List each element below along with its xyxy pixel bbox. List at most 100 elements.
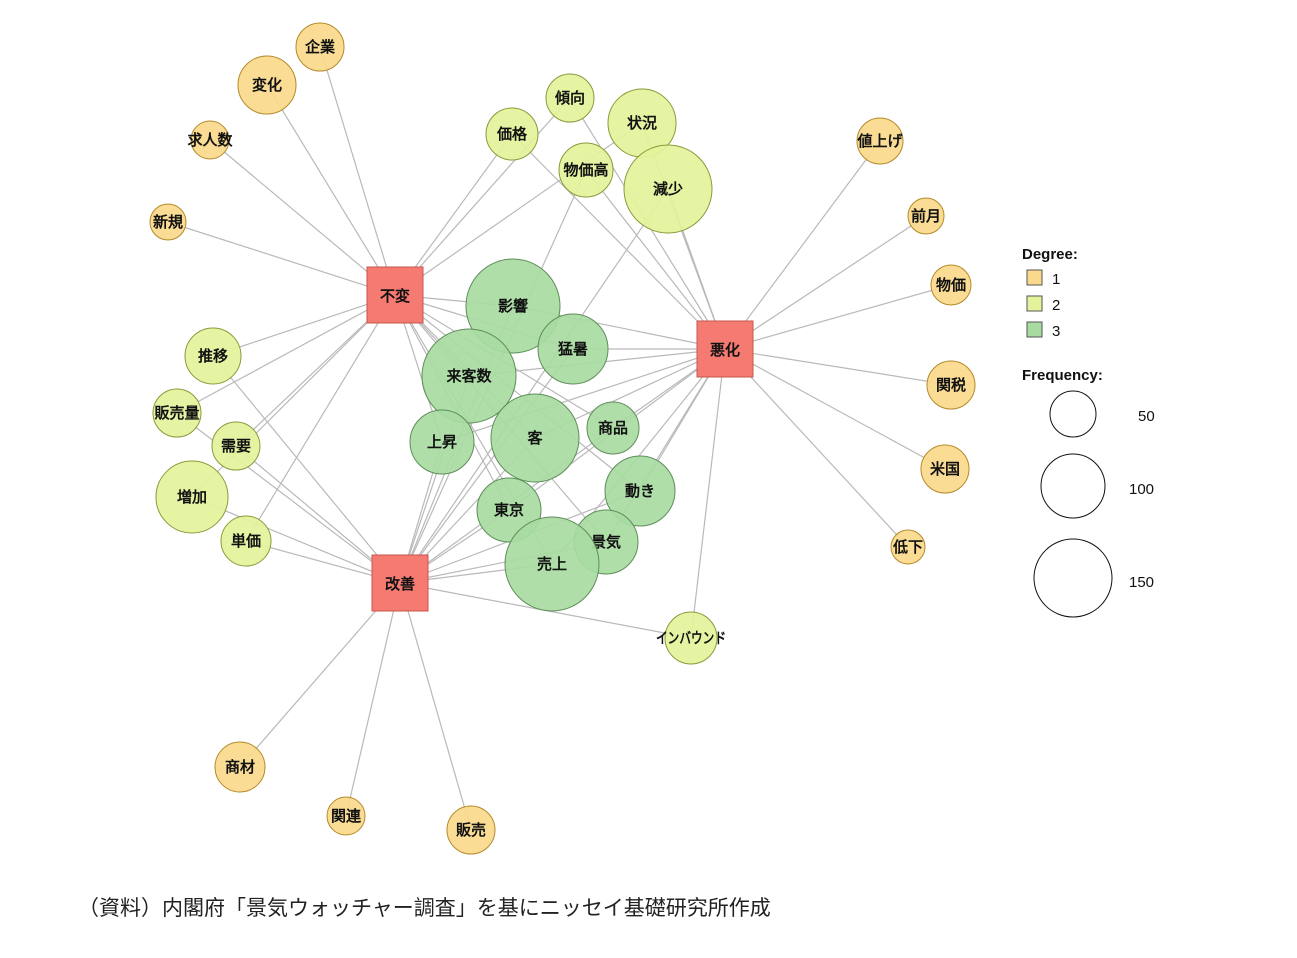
- node-label: 価格: [496, 125, 528, 143]
- node-label: 値上げ: [856, 132, 903, 150]
- legend-degree-swatch-2: [1026, 295, 1043, 312]
- node-label: 増加: [177, 488, 207, 506]
- network-node: 猛暑: [537, 313, 609, 385]
- hub-node: 悪化: [696, 320, 754, 378]
- network-node: 上昇: [409, 409, 475, 475]
- node-circle: [907, 197, 945, 235]
- node-circle: [856, 117, 904, 165]
- legend-frequency-title: Frequency:: [1022, 367, 1103, 384]
- legend-frequency-label-150: 150: [1129, 574, 1154, 591]
- node-circle: [446, 805, 496, 855]
- node-circle: [545, 73, 595, 123]
- node-label: 米国: [930, 460, 960, 478]
- network-node: 来客数: [421, 328, 517, 424]
- node-circle: [295, 22, 345, 72]
- network-edge: [511, 133, 726, 350]
- node-label: 売上: [537, 555, 567, 573]
- legend-frequency-label-50: 50: [1138, 408, 1155, 425]
- node-label: 影響: [498, 297, 528, 315]
- network-node: 求人数: [187, 120, 233, 160]
- node-circle: [890, 529, 926, 565]
- node-circle: [149, 203, 187, 241]
- node-label: 物価: [936, 276, 966, 294]
- node-label: 低下: [892, 538, 923, 556]
- node-label: 東京: [494, 501, 524, 519]
- node-label: 単価: [231, 532, 261, 550]
- node-label: 前月: [911, 207, 941, 225]
- network-node: 減少: [623, 144, 713, 234]
- network-node: 影響: [465, 258, 561, 354]
- node-label: 関連: [331, 807, 362, 825]
- node-label: 猛暑: [557, 340, 588, 358]
- network-node: 企業: [295, 22, 345, 72]
- network-edge: [212, 355, 401, 584]
- network-node: 関税: [926, 360, 976, 410]
- node-circle: [214, 741, 266, 793]
- node-circle: [220, 515, 272, 567]
- node-circle: [604, 455, 676, 527]
- legend-frequency-circle-150: [1033, 538, 1113, 618]
- network-node: 推移: [184, 327, 242, 385]
- node-label: 来客数: [445, 367, 492, 385]
- node-circle: [326, 796, 366, 836]
- node-label: 客: [526, 429, 543, 447]
- network-edge: [191, 294, 396, 498]
- node-circle: [485, 107, 539, 161]
- node-circle: [465, 258, 561, 354]
- network-edge: [724, 348, 952, 386]
- network-node: 商材: [214, 741, 266, 793]
- node-circle: [421, 328, 517, 424]
- network-node: 販売: [446, 805, 496, 855]
- network-node: 需要: [211, 421, 261, 471]
- source-note: （資料）内閣府「景気ウォッチャー調査」を基にニッセイ基礎研究所作成: [78, 896, 771, 920]
- node-label: 求人数: [187, 131, 233, 149]
- network-edge: [394, 97, 571, 296]
- network-edge: [585, 169, 726, 350]
- node-label: 動き: [625, 482, 655, 500]
- node-circle: [930, 264, 972, 306]
- network-node: 価格: [485, 107, 539, 161]
- network-node: 状況: [607, 88, 677, 158]
- network-edge: [209, 139, 396, 296]
- node-circle: [537, 313, 609, 385]
- network-edge: [724, 348, 946, 470]
- network-edge: [399, 348, 574, 584]
- network-node: 単価: [220, 515, 272, 567]
- legend: Degree: 1 2 3 Frequency: 50 100 150: [1022, 246, 1155, 618]
- hub-square: [696, 320, 754, 378]
- network-node: 商品: [586, 401, 640, 455]
- legend-degree-title: Degree:: [1022, 246, 1078, 263]
- node-label: 推移: [198, 347, 228, 365]
- network-edge: [319, 46, 396, 296]
- node-circle: [558, 142, 614, 198]
- legend-degree-label-3: 3: [1052, 323, 1060, 340]
- network-node: 傾向: [545, 73, 595, 123]
- node-circle: [490, 393, 580, 483]
- node-label: 物価高: [563, 161, 608, 179]
- network-node: 物価: [930, 264, 972, 306]
- node-label: 上昇: [427, 433, 457, 451]
- network-node: 低下: [890, 529, 926, 565]
- node-label: 状況: [627, 114, 657, 132]
- network-edge: [399, 582, 472, 831]
- node-circle: [409, 409, 475, 475]
- node-circle: [184, 327, 242, 385]
- network-edge: [394, 294, 641, 492]
- legend-degree-swatch-1: [1026, 269, 1043, 286]
- node-circle: [237, 55, 297, 115]
- network-edge: [724, 348, 909, 548]
- node-label: 変化: [252, 76, 282, 94]
- legend-frequency-circle-50: [1049, 390, 1097, 438]
- node-circle: [504, 516, 600, 612]
- legend-degree-swatch-3: [1026, 321, 1043, 338]
- node-label: インバウンド: [656, 629, 726, 647]
- network-node: 新規: [149, 203, 187, 241]
- network-node: 売上: [504, 516, 600, 612]
- node-label: 販売: [456, 821, 486, 839]
- node-label: 商材: [225, 758, 255, 776]
- node-label: 関税: [936, 376, 966, 394]
- node-circle: [586, 401, 640, 455]
